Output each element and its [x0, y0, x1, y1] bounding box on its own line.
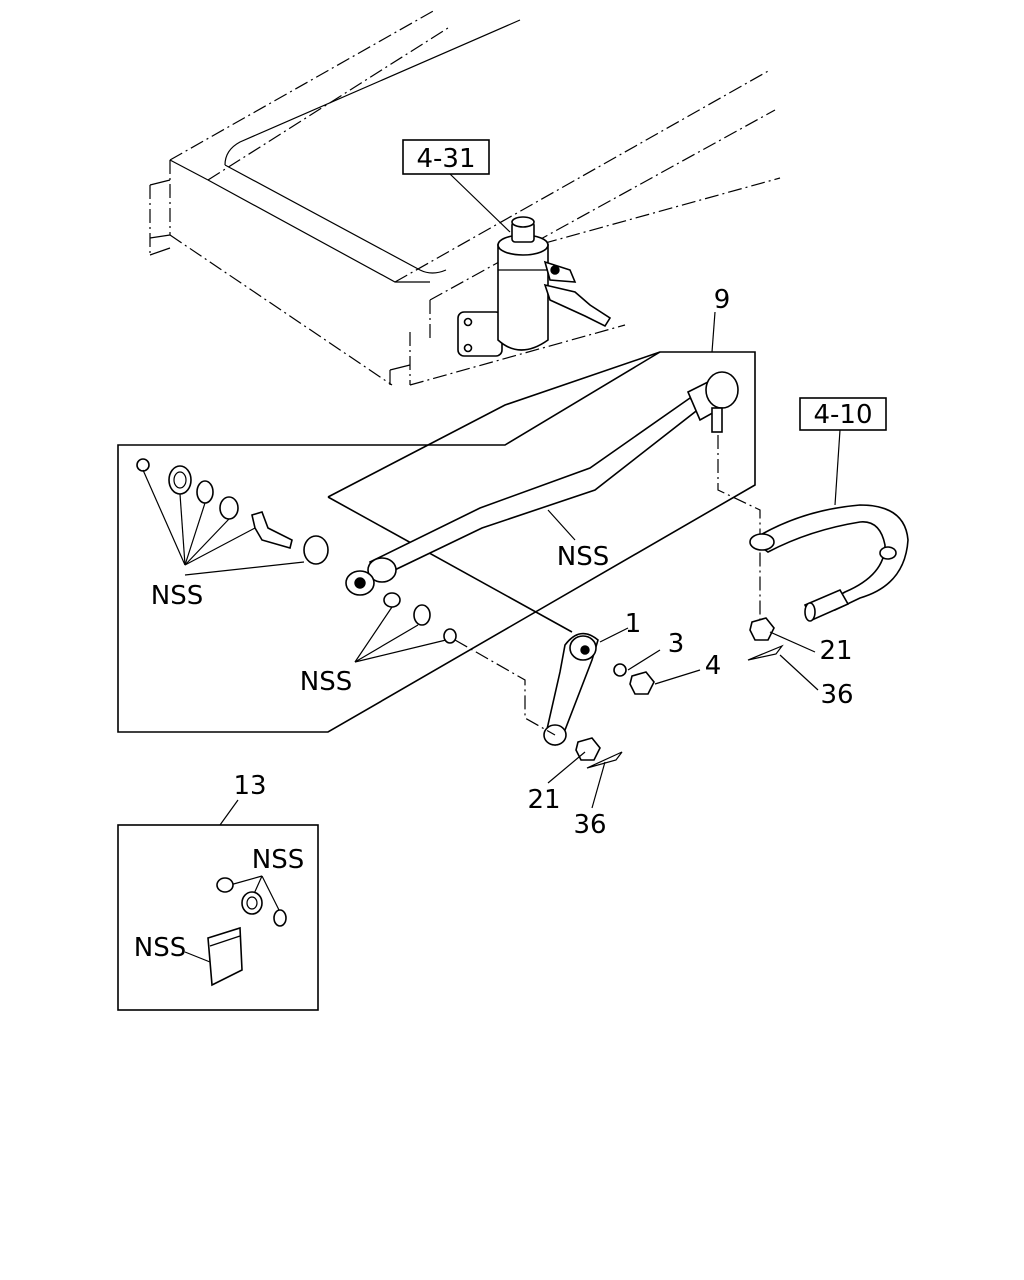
- leader-lines: [142, 311, 819, 809]
- label-nss-upper-kit: NSS: [151, 581, 203, 611]
- label-nss-lower-kit: NSS: [300, 667, 352, 697]
- label-nss-box13-bag: NSS: [134, 933, 186, 963]
- label-part-4: 4: [705, 651, 722, 681]
- upper-kit-parts: [136, 458, 457, 644]
- label-nss-rod: NSS: [557, 542, 609, 572]
- label-part-36-lower: 36: [573, 810, 606, 840]
- label-nss-box13-top: NSS: [252, 845, 304, 875]
- label-part-21-right: 21: [819, 636, 852, 666]
- label-part-9: 9: [714, 285, 731, 315]
- ref-label-4-10: 4-10: [813, 400, 872, 430]
- frame-rail: [149, 9, 781, 386]
- ref-box-4-31[interactable]: 4-31: [402, 139, 511, 233]
- label-part-1: 1: [625, 609, 642, 639]
- label-part-21-lower: 21: [527, 785, 560, 815]
- kit-box-13: 13 NSS NSS: [117, 771, 319, 1011]
- ref-box-4-10[interactable]: 4-10: [799, 397, 887, 506]
- drag-link: [345, 371, 739, 596]
- steering-gear: [457, 216, 612, 357]
- assembly-lines: [454, 435, 761, 736]
- label-part-3: 3: [668, 629, 685, 659]
- label-part-36-right: 36: [820, 680, 853, 710]
- ref-label-4-31: 4-31: [416, 144, 475, 174]
- knuckle-arm: [747, 504, 909, 661]
- kit-outline-9: [117, 351, 756, 733]
- pitman-arm: [543, 632, 655, 769]
- label-part-13: 13: [233, 771, 266, 801]
